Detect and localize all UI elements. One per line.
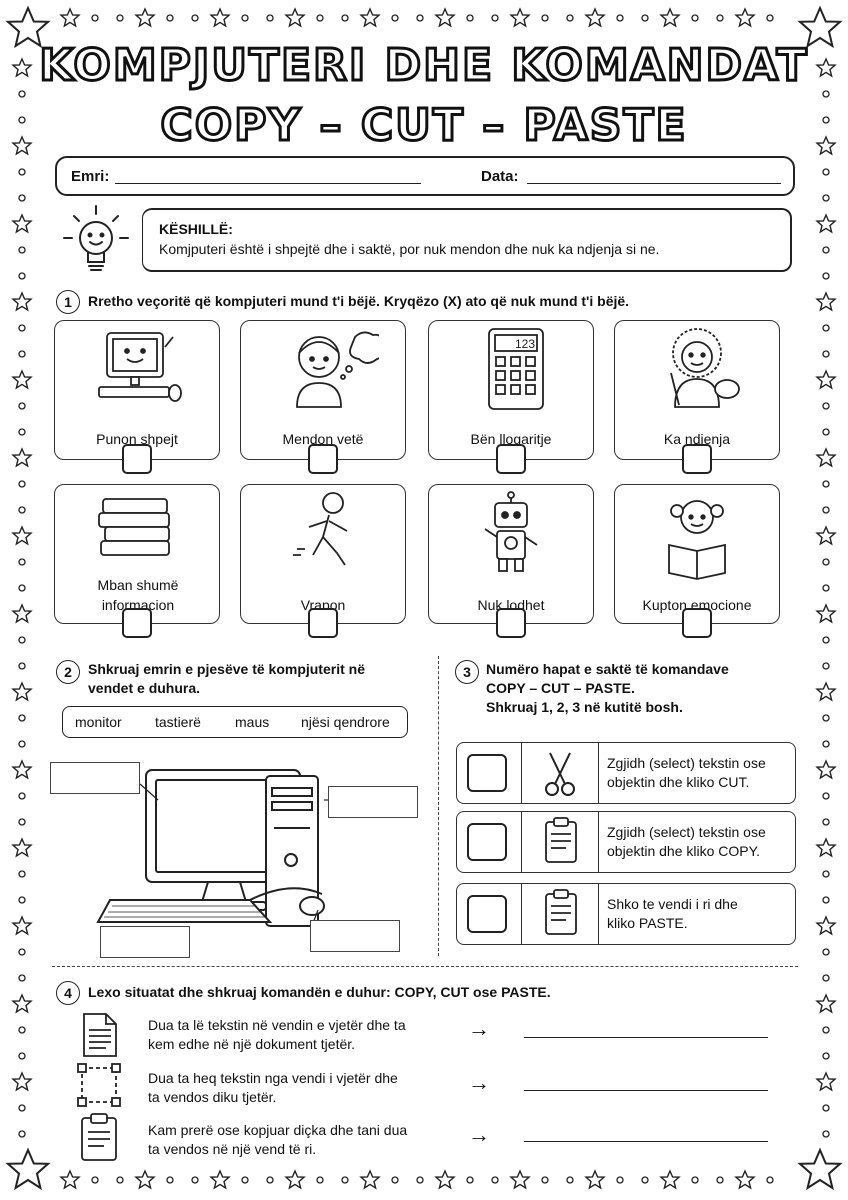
feature-card[interactable]: Mendon vetë [240,320,406,460]
label-box-monitor[interactable] [50,762,140,794]
thinking-boy-icon [296,331,379,408]
answer-checkbox[interactable] [682,608,712,638]
question-2-instruction-line2: vendet e duhura. [88,680,201,696]
feature-card[interactable]: Ka ndjenja [614,320,780,460]
word-bank-item: maus [235,714,270,730]
step-text-line1: Zgjidh (select) tekstin ose [607,824,766,840]
question-3-instruction-line1: Numëro hapat e saktë të komandave [486,661,729,677]
feature-caption: Nuk lodhet [477,597,545,613]
question-4-number: 4 [56,981,80,1005]
robot-icon [484,491,538,572]
step-row-copy: Zgjidh (select) tekstin ose objektin dhe … [456,811,796,873]
horizontal-divider [52,966,798,967]
feature-card[interactable]: Nuk lodhet [428,484,594,624]
tip-text: Komjputeri është i shpejtë dhe i saktë, … [159,241,660,257]
vertical-divider [438,656,439,956]
feature-caption: Punon shpejt [96,431,178,447]
arrow-icon: → [468,1070,490,1095]
step-row-cut: Zgjidh (select) tekstin ose objektin dhe … [456,742,796,804]
answer-line-2[interactable] [524,1090,768,1091]
step-row-paste: Shko te vendi i ri dhe kliko PASTE. [456,883,796,945]
clipboard-icon [545,817,577,863]
arrow-icon: → [468,1016,490,1041]
feature-caption: Mendon vetë [282,431,364,447]
situation-1-text: Dua ta lë tekstin në vendin e vjetër dhe… [148,1017,406,1052]
answer-line-1[interactable] [524,1037,768,1038]
arrow-icon: → [468,1122,490,1147]
painting-girl-icon [670,328,740,408]
step-text-line2: kliko PASTE. [607,915,688,931]
word-bank-item: tastierë [155,714,201,730]
step-text-line2: objektin dhe kliko CUT. [607,774,750,790]
books-icon [98,498,170,556]
question-2-instruction-line1: Shkruaj emrin e pjesëve të kompjuterit n… [88,661,365,677]
scissors-icon [545,752,575,796]
question-3-instruction-line3: Shkruaj 1, 2, 3 në kutitë bosh. [486,699,683,715]
question-2-number: 2 [56,660,80,684]
reading-girl-icon [668,500,726,580]
date-label: Data: [481,168,519,185]
feature-card[interactable]: Mban shumë informacion [54,484,220,624]
clipboard-icon [81,1113,117,1161]
running-boy-icon [293,492,348,566]
question-1-instruction: Rretho veçoritë që kompjuteri mund t'i b… [88,293,630,309]
step-number-box[interactable] [467,823,507,861]
word-bank: monitor tastierë maus njësi qendrore [62,706,408,738]
step-text-line2: objektin dhe kliko COPY. [607,843,761,859]
step-text-line1: Shko te vendi i ri dhe [607,896,738,912]
step-number-box[interactable] [467,895,507,933]
answer-checkbox[interactable] [682,444,712,474]
word-bank-item: monitor [75,714,122,730]
feature-card[interactable]: Kupton emocione [614,484,780,624]
question-4-instruction: Lexo situatat dhe shkruaj komandën e duh… [88,984,551,1000]
calculator-icon: 123 [488,328,544,410]
question-1-number: 1 [56,290,80,314]
page-title-line2: COPY – CUT – PASTE [159,99,688,153]
answer-checkbox[interactable] [308,608,338,638]
date-field[interactable] [527,183,781,184]
step-text-line1: Zgjidh (select) tekstin ose [607,755,766,771]
name-label: Emri: [71,168,110,185]
feature-card[interactable]: Vrapon [240,484,406,624]
feature-caption: Mban shumë informacion [97,577,179,613]
answer-line-3[interactable] [524,1141,768,1142]
tip-title: KËSHILLË: [159,221,233,237]
word-bank-item: njësi qendrore [301,714,390,730]
question-3-number: 3 [455,660,479,684]
answer-checkbox[interactable] [122,444,152,474]
step-number-box[interactable] [467,754,507,792]
situation-2-text: Dua ta heq tekstin nga vendi i vjetër dh… [148,1070,398,1105]
label-box-keyboard[interactable] [100,926,190,958]
document-icon [83,1013,117,1057]
feature-card[interactable]: Punon shpejt [54,320,220,460]
feature-caption: Bën llogaritje [470,431,552,447]
name-date-box: Emri: Data: [55,156,795,196]
clipboard-icon [545,889,577,935]
feature-caption: Kupton emocione [642,597,752,613]
feature-caption: Ka ndjenja [663,431,731,447]
question-3-instruction-line2: COPY – CUT – PASTE. [486,680,635,696]
lightbulb-icon [63,205,129,271]
name-field[interactable] [115,183,421,184]
situation-3-text: Kam prerë ose kopjuar diçka dhe tani dua… [148,1122,408,1157]
answer-checkbox[interactable] [308,444,338,474]
computer-diagram [96,769,338,929]
label-box-system-unit[interactable] [328,786,418,818]
label-box-mouse[interactable] [310,920,400,952]
selection-icon [77,1063,121,1107]
svg-text:123: 123 [515,337,535,351]
tip-box: KËSHILLË: Komjputeri është i shpejtë dhe… [142,208,792,272]
answer-checkbox[interactable] [122,608,152,638]
page-title-line1: KOMPJUTERI DHE KOMANDAT [38,39,809,93]
answer-checkbox[interactable] [496,608,526,638]
computer-icon [98,332,182,402]
answer-checkbox[interactable] [496,444,526,474]
